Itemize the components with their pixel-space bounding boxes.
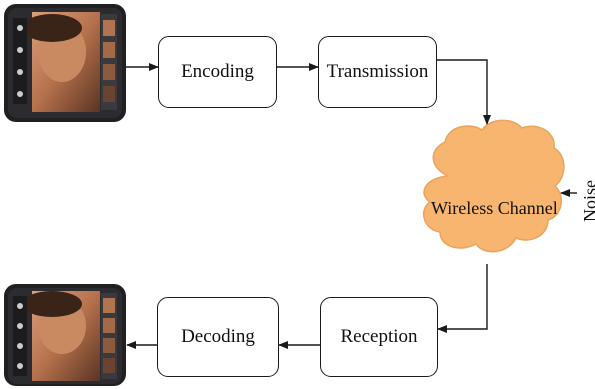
- decoding-label: Decoding: [181, 326, 255, 347]
- transmission-label: Transmission: [326, 61, 429, 82]
- smartphone-video-icon: [4, 284, 126, 386]
- transmission-node: Transmission: [318, 36, 437, 108]
- noise-label: Noise: [580, 180, 595, 222]
- wireless-channel-cloud: [422, 119, 565, 253]
- arrow-transmission-to-channel: [437, 59, 491, 125]
- encoding-node: Encoding: [158, 36, 277, 108]
- smartphone-video-icon: [4, 4, 126, 122]
- reception-label: Reception: [340, 326, 418, 347]
- decoding-node: Decoding: [157, 297, 279, 377]
- wireless-channel-label: Wireless Channel: [431, 198, 558, 218]
- reception-node: Reception: [320, 297, 438, 377]
- encoding-label: Encoding: [181, 61, 254, 82]
- arrow-channel-to-reception: [437, 264, 488, 333]
